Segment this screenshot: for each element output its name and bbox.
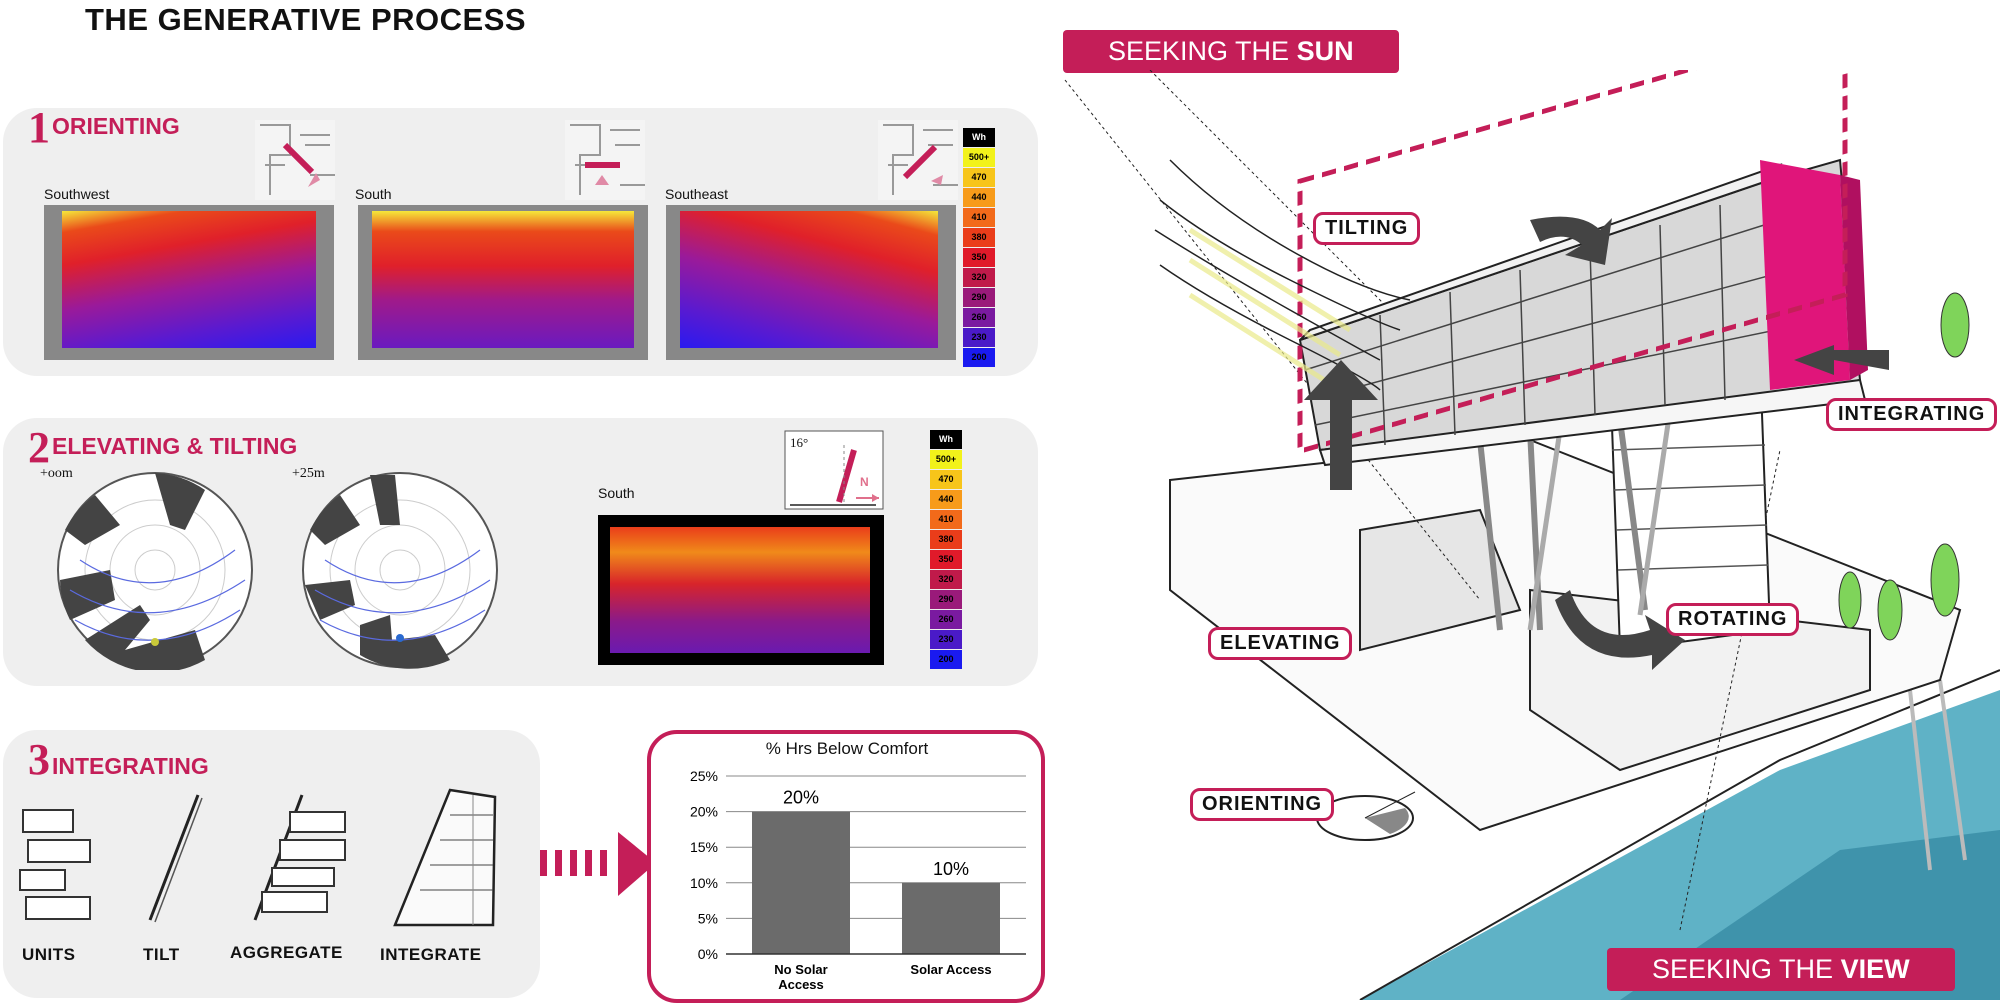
step2-number: 2 [28, 423, 50, 472]
legend-entry: 470 [930, 470, 962, 489]
legend-entry: 260 [963, 308, 995, 327]
tilt-angle-label: 16° [790, 435, 809, 450]
north-label: N [860, 475, 869, 489]
step2-label: ELEVATING & TILTING [52, 433, 298, 459]
y-tick-label: 15% [690, 839, 718, 855]
chart-title: % Hrs Below Comfort [766, 739, 929, 758]
legend-entry: 320 [930, 570, 962, 589]
heatmap-southeast [666, 205, 956, 360]
arrow-to-chart [540, 832, 656, 896]
tag-orienting: ORIENTING [1190, 788, 1335, 821]
legend-entry: 290 [963, 288, 995, 307]
legend-entry: 380 [930, 530, 962, 549]
integrate-sketch [393, 788, 497, 927]
sun-path-dome-ground [57, 472, 253, 670]
data-label: 20% [783, 788, 819, 808]
legend-entry: 320 [963, 268, 995, 287]
legend-header: Wh [930, 430, 962, 449]
sketch-label-units: UNITS [22, 945, 76, 964]
x-category-label: Solar Access [910, 962, 991, 977]
y-tick-label: 5% [698, 910, 718, 926]
site-plan-sketch-se [878, 120, 958, 200]
legend-entry: 440 [963, 188, 995, 207]
legend-entry: 410 [963, 208, 995, 227]
heatmap-south-elevated [598, 515, 884, 665]
dome-label-ground: +oom [40, 466, 73, 481]
banner-view-prefix: SEEKING THE [1652, 954, 1841, 984]
y-tick-label: 0% [698, 946, 718, 962]
step1-number: 1 [28, 103, 50, 152]
heatmap-south [358, 205, 648, 360]
panel-label-southeast: Southeast [665, 186, 729, 202]
bar [752, 811, 850, 954]
banner-seeking-view: SEEKING THE VIEW [1607, 948, 1955, 991]
heatmap-southwest [44, 205, 334, 360]
sun-path-dome-elevated [302, 472, 498, 669]
site-plan-sketch-sw [255, 120, 335, 200]
sketch-label-integrate: INTEGRATE [380, 945, 482, 964]
tag-rotating: ROTATING [1666, 603, 1800, 636]
legend-entry: 500+ [963, 148, 995, 167]
step1-label: ORIENTING [52, 113, 180, 139]
site-plan-sketch-s [565, 120, 645, 200]
legend-entry: 200 [963, 348, 995, 367]
legend-entry: 500+ [930, 450, 962, 469]
data-label: 10% [933, 859, 969, 879]
tag-elevating: ELEVATING [1208, 627, 1353, 660]
legend-header: Wh [963, 128, 995, 147]
units-sketch [19, 809, 91, 920]
legend-entry: 410 [930, 510, 962, 529]
tilt-angle-diagram [784, 430, 884, 510]
x-category-label: Access [778, 977, 824, 992]
sketch-label-tilt: TILT [143, 945, 180, 964]
panel-label-south: South [355, 186, 392, 202]
comfort-bar-chart: % Hrs Below Comfort 0% 5% 10% 15% 20% 25% 20% N… [690, 739, 1026, 992]
legend-entry: 380 [963, 228, 995, 247]
legend-entry: 230 [963, 328, 995, 347]
legend-entry: 470 [963, 168, 995, 187]
legend-entry: 290 [930, 590, 962, 609]
banner-sun-prefix: SEEKING THE [1108, 36, 1297, 66]
tag-integrating: INTEGRATING [1826, 398, 1998, 431]
banner-view-emph: VIEW [1840, 954, 1910, 984]
y-tick-label: 20% [690, 804, 718, 820]
legend-entry: 260 [930, 610, 962, 629]
sketch-label-aggregate: AGGREGATE [230, 943, 343, 962]
banner-seeking-sun: SEEKING THE SUN [1063, 30, 1399, 73]
y-tick-label: 10% [690, 875, 718, 891]
tilt-sketch [148, 794, 203, 923]
legend-entry: 200 [930, 650, 962, 669]
aggregate-sketch [253, 794, 346, 921]
legend-entry: 350 [963, 248, 995, 267]
page-title: THE GENERATIVE PROCESS [85, 2, 527, 37]
tag-tilting: TILTING [1313, 212, 1421, 245]
legend-entry: 350 [930, 550, 962, 569]
bar [902, 882, 1000, 954]
step3-number: 3 [28, 735, 50, 784]
banner-sun-emph: SUN [1296, 36, 1354, 66]
legend-entry: 230 [930, 630, 962, 649]
south-label: South [598, 485, 635, 501]
dome-label-elevated: +25m [292, 466, 325, 481]
step3-label: INTEGRATING [52, 753, 209, 779]
x-category-label: No Solar [774, 962, 827, 977]
panel-label-southwest: Southwest [44, 186, 110, 202]
legend-entry: 440 [930, 490, 962, 509]
y-tick-label: 25% [690, 768, 718, 784]
building-sketch [1064, 70, 2000, 1000]
